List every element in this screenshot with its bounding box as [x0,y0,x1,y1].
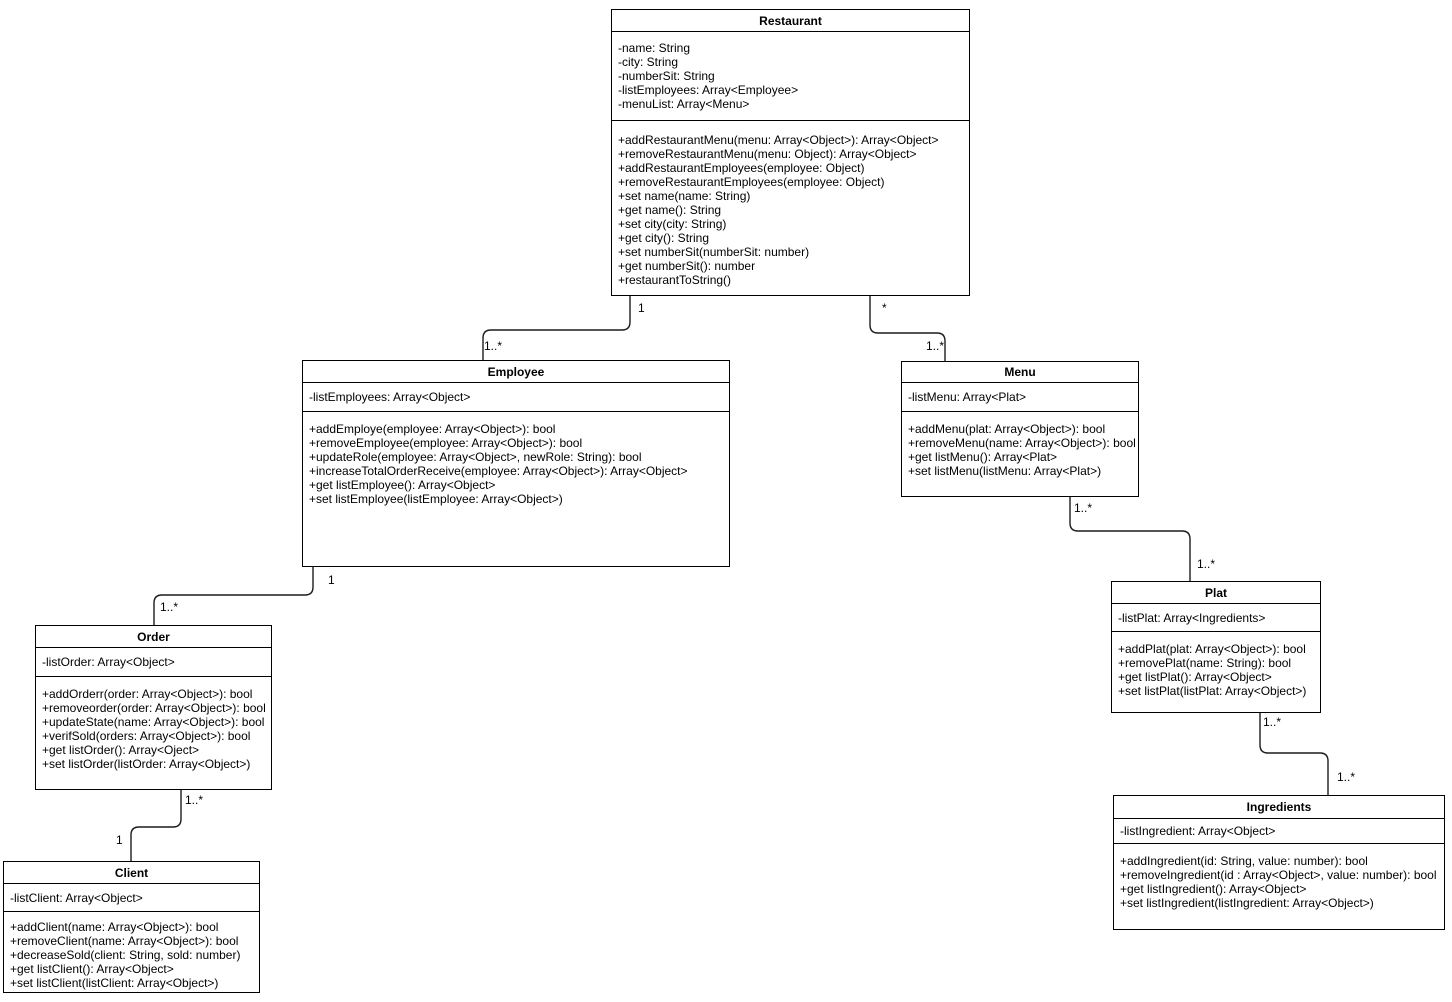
class-methods-menu: +addMenu(plat: Array<Object>): bool +rem… [902,412,1138,496]
class-plat: Plat -listPlat: Array<Ingredients> +addP… [1111,581,1321,713]
class-method: +removeorder(order: Array<Object>): bool [42,701,266,715]
multiplicity-restaurant-menu-source: * [882,301,887,315]
class-title-employee: Employee [303,361,729,383]
class-attributes-ingredients: -listIngredient: Array<Object> [1114,819,1444,844]
class-attribute: -listPlat: Array<Ingredients> [1118,611,1266,625]
multiplicity-order-client-source: 1..* [185,793,204,807]
multiplicity-restaurant-employee-target: 1..* [484,339,503,353]
class-method: +get listMenu(): Array<Plat> [908,450,1058,464]
class-order: Order -listOrder: Array<Object> +addOrde… [35,625,272,790]
class-method: +addClient(name: Array<Object>): bool [10,920,219,934]
class-method: +get city(): String [618,231,710,245]
class-method: +verifSold(orders: Array<Object>): bool [42,729,251,743]
class-attribute: -listOrder: Array<Object> [42,655,175,669]
class-method: +get name(): String [618,203,722,217]
class-method: +restaurantToString() [618,273,732,287]
class-method: +set listPlat(listPlat: Array<Object>) [1118,684,1307,698]
class-method: +get listOrder(): Array<Oject> [42,743,200,757]
class-methods-client: +addClient(name: Array<Object>): bool +r… [4,912,259,992]
class-attributes-plat: -listPlat: Array<Ingredients> [1112,604,1320,632]
class-method: +addEmploye(employee: Array<Object>): bo… [309,422,556,436]
class-methods-employee: +addEmploye(employee: Array<Object>): bo… [303,412,729,566]
class-method: +updateRole(employee: Array<Object>, new… [309,450,642,464]
class-client: Client -listClient: Array<Object> +addCl… [3,861,260,993]
class-method: +removeRestaurantMenu(menu: Object): Arr… [618,147,917,161]
class-method: +set listOrder(listOrder: Array<Object>) [42,757,251,771]
class-method: +get numberSit(): number [618,259,756,273]
relation-restaurant-employee [482,296,631,361]
class-title-plat: Plat [1112,582,1320,604]
class-title-restaurant: Restaurant [612,10,969,32]
class-method: +addMenu(plat: Array<Object>): bool [908,422,1106,436]
relation-employee-order [153,567,314,626]
multiplicity-menu-plat-source: 1..* [1074,501,1093,515]
multiplicity-plat-ingredients-target: 1..* [1337,770,1356,784]
class-attributes-order: -listOrder: Array<Object> [36,648,271,677]
class-attribute: -numberSit: String [618,69,715,83]
multiplicity-employee-order-source: 1 [328,573,335,587]
class-attribute: -listMenu: Array<Plat> [908,390,1027,404]
class-method: +get listIngredient(): Array<Object> [1120,882,1307,896]
class-method: +set listIngredient(listIngredient: Arra… [1120,896,1374,910]
class-title-client: Client [4,862,259,884]
class-methods-restaurant: +addRestaurantMenu(menu: Array<Object>):… [612,121,969,295]
class-attribute: -menuList: Array<Menu> [618,97,750,111]
class-method: +addRestaurantMenu(menu: Array<Object>):… [618,133,939,147]
class-method: +get listPlat(): Array<Object> [1118,670,1272,684]
class-ingredients: Ingredients -listIngredient: Array<Objec… [1113,795,1445,930]
class-method: +set city(city: String) [618,217,727,231]
class-title-order: Order [36,626,271,648]
class-method: +removeEmployee(employee: Array<Object>)… [309,436,583,450]
class-method: +removePlat(name: String): bool [1118,656,1292,670]
class-method: +removeClient(name: Array<Object>): bool [10,934,239,948]
class-method: +removeMenu(name: Array<Object>): bool [908,436,1136,450]
multiplicity-employee-order-target: 1..* [160,600,179,614]
multiplicity-plat-ingredients-source: 1..* [1263,715,1282,729]
multiplicity-menu-plat-target: 1..* [1197,557,1216,571]
class-method: +updateState(name: Array<Object>): bool [42,715,265,729]
class-method: +get listEmployee(): Array<Object> [309,478,496,492]
class-attributes-employee: -listEmployees: Array<Object> [303,383,729,412]
class-menu: Menu -listMenu: Array<Plat> +addMenu(pla… [901,361,1139,497]
class-method: +addOrderr(order: Array<Object>): bool [42,687,253,701]
relation-order-client [130,790,182,862]
class-method: +decreaseSold(client: String, sold: numb… [10,948,241,962]
class-method: +set listClient(listClient: Array<Object… [10,976,219,990]
multiplicity-order-client-target: 1 [116,833,123,847]
class-methods-order: +addOrderr(order: Array<Object>): bool +… [36,677,271,789]
class-attributes-menu: -listMenu: Array<Plat> [902,383,1138,412]
class-method: +removeRestaurantEmployees(employee: Obj… [618,175,885,189]
class-employee: Employee -listEmployees: Array<Object> +… [302,360,730,567]
class-attribute: -listEmployees: Array<Employee> [618,83,799,97]
class-method: +set listMenu(listMenu: Array<Plat>) [908,464,1102,478]
class-method: +set listEmployee(listEmployee: Array<Ob… [309,492,563,506]
multiplicity-restaurant-menu-target: 1..* [926,339,945,353]
class-attribute: -listEmployees: Array<Object> [309,390,471,404]
multiplicity-restaurant-employee-source: 1 [638,301,645,315]
class-method: +addRestaurantEmployees(employee: Object… [618,161,865,175]
class-attribute: -listIngredient: Array<Object> [1120,824,1276,838]
class-attributes-restaurant: -name: String -city: String -numberSit: … [612,32,969,121]
class-title-menu: Menu [902,362,1138,383]
class-attribute: -city: String [618,55,679,69]
class-attributes-client: -listClient: Array<Object> [4,884,259,912]
class-method: +set name(name: String) [618,189,751,203]
class-methods-ingredients: +addIngredient(id: String, value: number… [1114,844,1444,929]
class-title-ingredients: Ingredients [1114,796,1444,819]
class-method: +addPlat(plat: Array<Object>): bool [1118,642,1306,656]
class-method: +set numberSit(numberSit: number) [618,245,810,259]
class-attribute: -name: String [618,41,691,55]
class-attribute: -listClient: Array<Object> [10,891,143,905]
class-method: +addIngredient(id: String, value: number… [1120,854,1368,868]
class-method: +removeIngredient(id : Array<Object>, va… [1120,868,1437,882]
class-method: +increaseTotalOrderReceive(employee: Arr… [309,464,688,478]
class-restaurant: Restaurant -name: String -city: String -… [611,9,970,296]
class-methods-plat: +addPlat(plat: Array<Object>): bool +rem… [1112,632,1320,712]
class-method: +get listClient(): Array<Object> [10,962,174,976]
